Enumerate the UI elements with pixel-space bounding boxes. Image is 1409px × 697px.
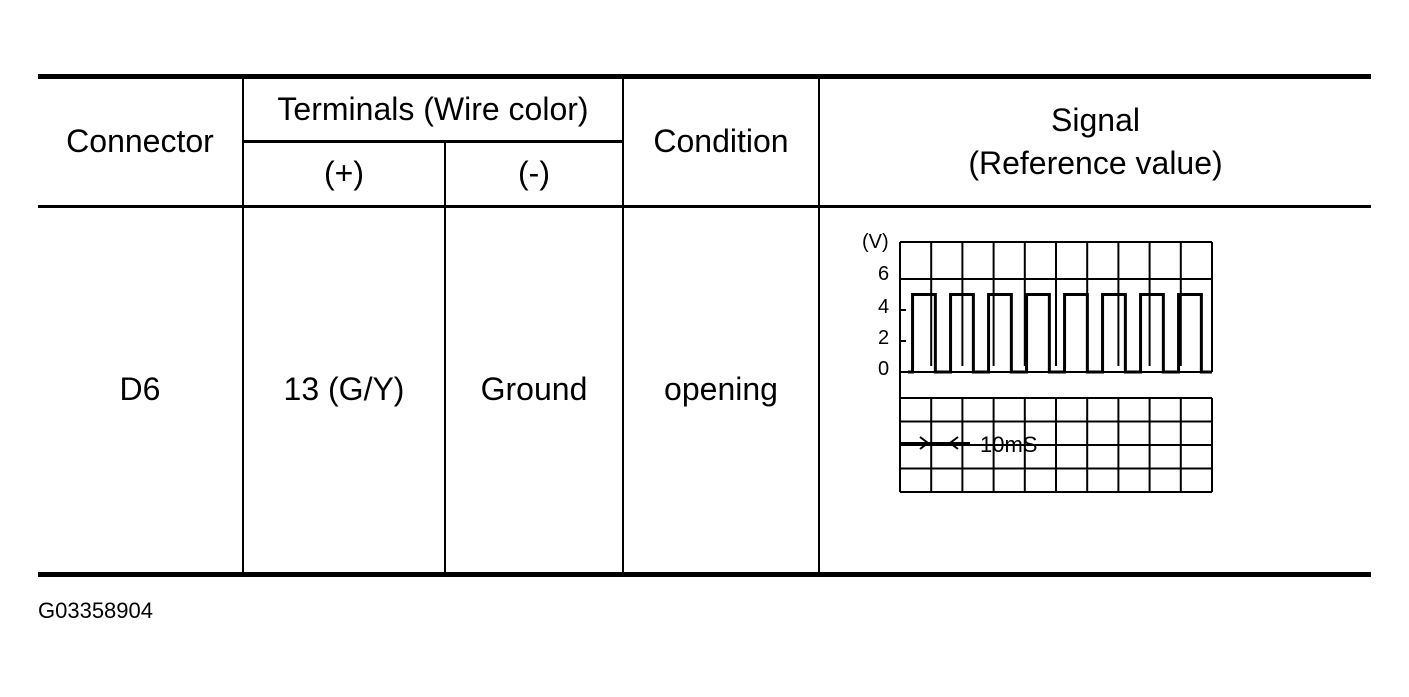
col-divider-2	[444, 143, 446, 573]
header-terminal-minus: (-)	[518, 155, 550, 192]
table-bottom-rule	[38, 572, 1371, 577]
terminals-subheader-rule	[243, 140, 624, 143]
header-signal-line1: Signal	[1051, 101, 1140, 138]
square-wave-trace	[908, 293, 1212, 374]
table-top-rule	[38, 74, 1371, 79]
header-signal-line2: (Reference value)	[968, 145, 1223, 181]
col-divider-1	[242, 79, 244, 573]
unit-label: (V)	[862, 231, 889, 253]
y-tick-0: 0	[878, 358, 889, 380]
header-signal: Signal (Reference value)	[820, 79, 1371, 205]
cell-connector: D6	[119, 371, 161, 408]
cell-terminal-minus: Ground	[480, 371, 588, 408]
cell-terminal-plus: 13 (G/Y)	[283, 371, 405, 408]
col-divider-4	[818, 79, 820, 573]
header-bottom-rule	[38, 205, 1371, 208]
time-scale-label: 10mS	[980, 432, 1037, 457]
header-connector: Connector	[66, 123, 214, 160]
y-tick-6: 6	[878, 263, 889, 285]
header-terminal-plus: (+)	[324, 155, 364, 192]
signal-waveform-chart: (V) 6 4 2 0 10mS	[862, 231, 1213, 493]
cell-condition: opening	[664, 371, 778, 408]
figure-id: G03358904	[38, 598, 153, 623]
time-scale-marker	[900, 436, 970, 450]
y-tick-2: 2	[878, 327, 889, 349]
y-tick-4: 4	[878, 296, 889, 318]
square-wave	[908, 293, 1212, 374]
header-condition: Condition	[653, 123, 789, 160]
scope-grid	[899, 241, 1213, 493]
col-divider-3	[622, 79, 624, 573]
header-terminals: Terminals (Wire color)	[277, 90, 589, 127]
